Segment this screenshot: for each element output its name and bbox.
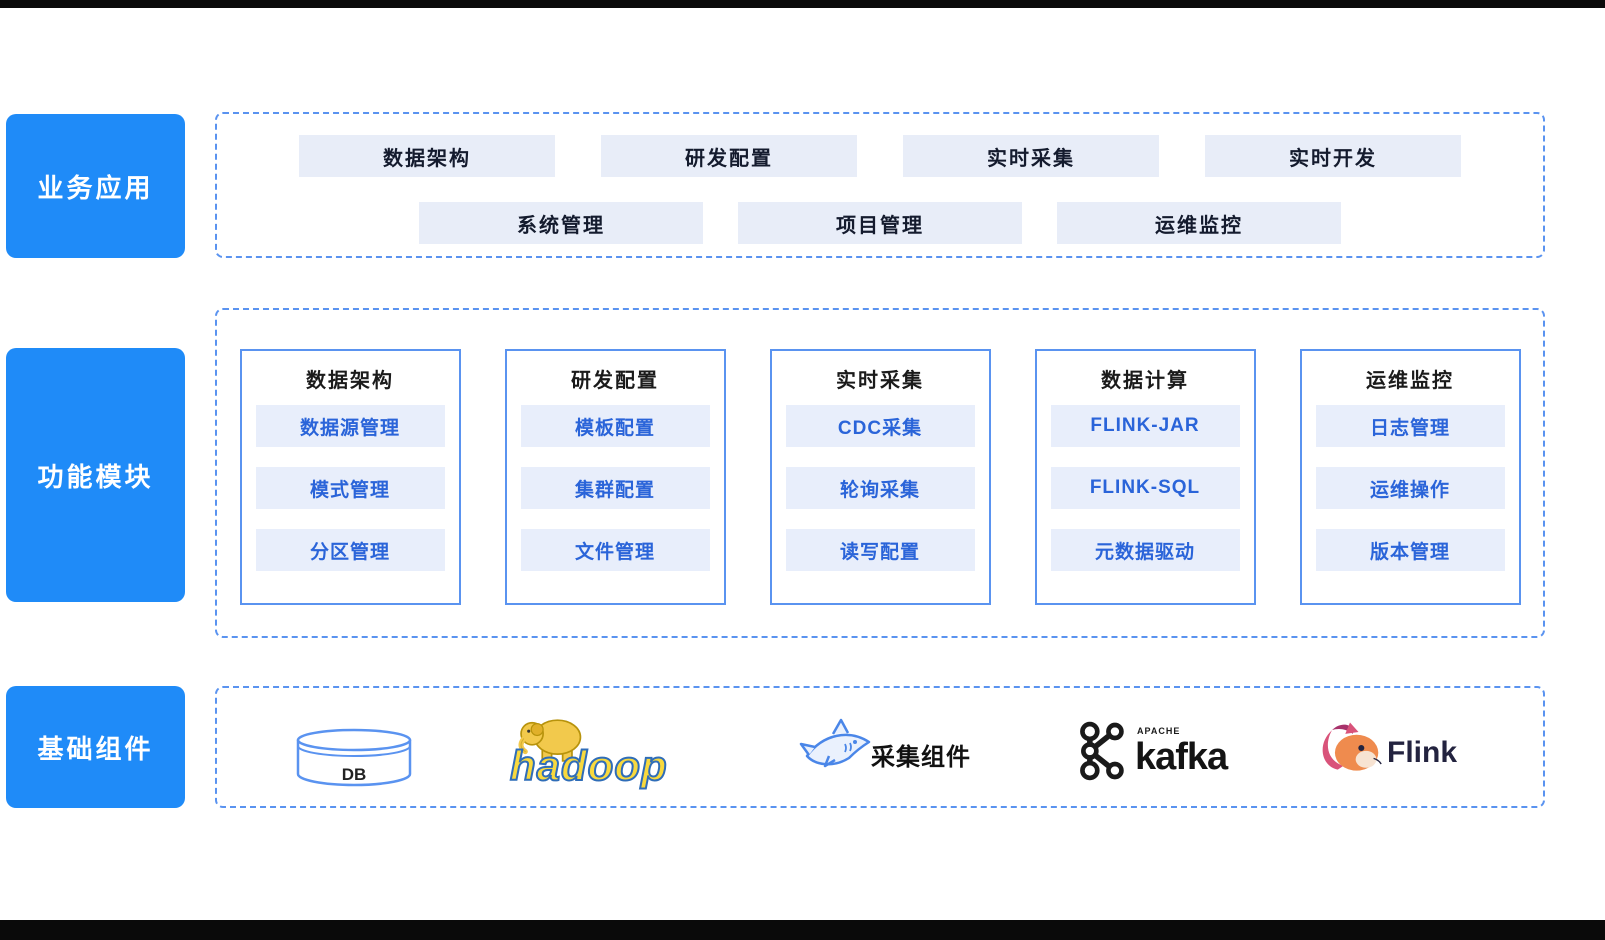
module-col-data-compute: 数据计算 FLINK-JAR FLINK-SQL 元数据驱动	[1034, 349, 1256, 605]
module-item-flink-jar: FLINK-JAR	[1050, 405, 1240, 447]
business-app-realtime-dev: 实时开发	[1205, 135, 1461, 177]
component-flink: Flink	[1317, 718, 1457, 778]
module-item-polling-collect: 轮询采集	[785, 467, 975, 509]
business-apps-row-1: 数据架构 研发配置 实时采集 实时开发	[217, 135, 1543, 177]
hadoop-wordmark: hadoop	[509, 741, 668, 790]
module-title: 实时采集	[836, 369, 924, 392]
flink-label: Flink	[1387, 736, 1458, 769]
bottom-edge-bar	[0, 920, 1605, 940]
module-item-file-mgmt: 文件管理	[520, 529, 710, 571]
top-edge-bar	[0, 0, 1605, 8]
module-col-data-architecture: 数据架构 数据源管理 模式管理 分区管理	[239, 349, 461, 605]
component-db: DB	[295, 728, 413, 790]
flink-squirrel-icon	[1322, 722, 1382, 771]
module-item-partition-mgmt: 分区管理	[255, 529, 445, 571]
component-kafka: APACHE kafka	[1075, 720, 1228, 782]
module-title: 数据架构	[306, 369, 394, 392]
module-item-schema-mgmt: 模式管理	[255, 467, 445, 509]
layer-label-function-modules: 功能模块	[6, 348, 185, 602]
business-app-dev-config: 研发配置	[601, 135, 857, 177]
module-col-ops-monitor: 运维监控 日志管理 运维操作 版本管理	[1299, 349, 1521, 605]
business-apps-container: 数据架构 研发配置 实时采集 实时开发 系统管理 项目管理 运维监控	[215, 112, 1545, 258]
kafka-apache-label: APACHE	[1137, 725, 1181, 736]
layer-label-business-apps: 业务应用	[6, 114, 185, 258]
business-app-project-mgmt: 项目管理	[738, 202, 1022, 244]
module-col-realtime-collect: 实时采集 CDC采集 轮询采集 读写配置	[769, 349, 991, 605]
component-collector: 采集组件	[799, 716, 971, 778]
module-col-dev-config: 研发配置 模板配置 集群配置 文件管理	[504, 349, 726, 605]
database-icon: DB	[296, 728, 412, 787]
hadoop-elephant-icon	[518, 719, 582, 762]
business-app-realtime-collect: 实时采集	[903, 135, 1159, 177]
module-title: 数据计算	[1101, 369, 1189, 392]
collector-label: 采集组件	[871, 744, 971, 771]
business-app-data-architecture: 数据架构	[299, 135, 555, 177]
kafka-wordmark: APACHE kafka	[1135, 725, 1228, 778]
module-item-flink-sql: FLINK-SQL	[1050, 467, 1240, 509]
module-item-log-mgmt: 日志管理	[1315, 405, 1505, 447]
module-item-version-mgmt: 版本管理	[1315, 529, 1505, 571]
function-modules-container: 数据架构 数据源管理 模式管理 分区管理 研发配置 模板配置 集群配置 文件管理…	[215, 308, 1545, 638]
kafka-icon	[1080, 721, 1124, 781]
kafka-label: kafka	[1135, 735, 1228, 778]
module-item-template-config: 模板配置	[520, 405, 710, 447]
shark-icon	[799, 718, 871, 768]
business-app-ops-monitor: 运维监控	[1057, 202, 1341, 244]
module-title: 运维监控	[1366, 369, 1454, 392]
base-components-container: DB hadoop 采集组件	[215, 686, 1545, 808]
module-item-cdc-collect: CDC采集	[785, 405, 975, 447]
layer-label-base-components: 基础组件	[6, 686, 185, 808]
component-hadoop: hadoop	[509, 710, 690, 790]
module-columns-row: 数据架构 数据源管理 模式管理 分区管理 研发配置 模板配置 集群配置 文件管理…	[217, 310, 1543, 605]
module-item-cluster-config: 集群配置	[520, 467, 710, 509]
module-title: 研发配置	[571, 369, 659, 392]
module-item-ops-operation: 运维操作	[1315, 467, 1505, 509]
module-item-datasource-mgmt: 数据源管理	[255, 405, 445, 447]
business-app-system-mgmt: 系统管理	[419, 202, 703, 244]
db-label: DB	[342, 765, 367, 784]
module-item-readwrite-config: 读写配置	[785, 529, 975, 571]
business-apps-row-2: 系统管理 项目管理 运维监控	[217, 202, 1543, 244]
module-item-metadata-driven: 元数据驱动	[1050, 529, 1240, 571]
